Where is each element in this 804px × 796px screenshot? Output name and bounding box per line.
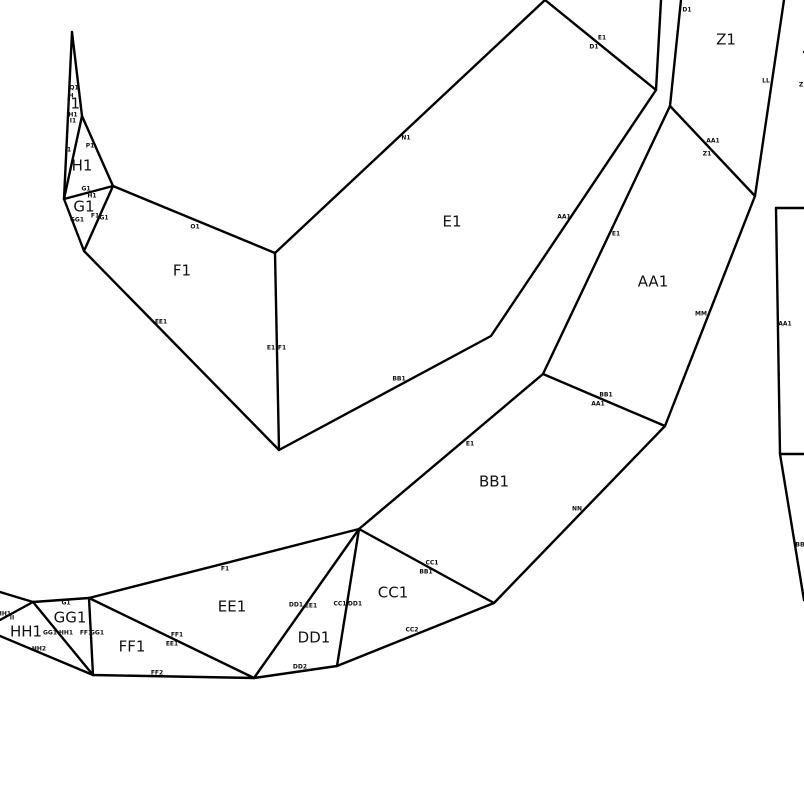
edge-label: FF1 — [80, 630, 92, 637]
edge-label: H1 — [68, 112, 77, 119]
face-label-hh1: HH1 — [10, 623, 42, 641]
edge-label: H — [68, 93, 73, 100]
face-label-g1: G1 — [73, 198, 94, 216]
fold-line — [82, 249, 281, 452]
edge-label: CC1 — [334, 601, 347, 608]
edge-label: E1 — [267, 345, 275, 352]
edge-label: AA1 — [591, 401, 604, 408]
edge-label: O1 — [190, 224, 199, 231]
edge-label: G1 — [81, 186, 90, 193]
face-label-aa1: AA1 — [638, 273, 668, 291]
edge-label: P1 — [86, 143, 95, 150]
edge-label: HH1 — [59, 630, 73, 637]
fold-line — [273, 0, 658, 452]
edge-label: MM — [695, 311, 707, 318]
face-label-i1: I1 — [66, 95, 80, 113]
face-label-ee1: EE1 — [218, 598, 247, 616]
edge-label: CC2 — [406, 627, 419, 634]
edge-label: GG1 — [70, 217, 84, 224]
fold-line — [0, 634, 95, 677]
face-label-ff1: FF1 — [119, 638, 146, 656]
edge-label: BB1 — [392, 376, 405, 383]
edge-label: I1 — [65, 147, 71, 154]
edge-label: F1 — [221, 566, 229, 573]
fold-line — [0, 590, 35, 604]
fold-line — [774, 206, 804, 456]
fold-lines — [0, 0, 804, 680]
edge-label: II — [10, 615, 14, 622]
edge-label: CC1 — [426, 560, 439, 567]
edge-label: BB — [795, 542, 804, 549]
edge-label: AA1 — [706, 138, 719, 145]
fold-line — [111, 184, 277, 255]
fold-line — [62, 30, 115, 253]
edge-label: BB1 — [419, 569, 432, 576]
fold-line — [541, 104, 757, 428]
fold-line — [357, 372, 667, 605]
fold-line — [62, 184, 115, 201]
edge-label: E1 — [466, 441, 474, 448]
edge-label: NN — [572, 506, 582, 513]
face-label-bb1: BB1 — [479, 473, 509, 491]
edge-label: FF1 — [171, 632, 183, 639]
edge-label: EE1 — [155, 319, 167, 326]
fold-line — [778, 452, 804, 602]
fold-line — [668, 0, 786, 198]
fold-line — [0, 600, 35, 622]
edge-label: EE1 — [305, 603, 317, 610]
edge-label: AA1 — [778, 321, 791, 328]
edge-label: AA1 — [557, 214, 570, 221]
edge-label: I1 — [70, 118, 76, 125]
edge-label: G1 — [61, 600, 70, 607]
face-label-f1: F1 — [173, 262, 191, 280]
edge-label: E1 — [612, 231, 620, 238]
edge-label: Z — [799, 82, 804, 89]
edge-label: DD1 — [289, 602, 303, 609]
edge-label: G1 — [99, 215, 108, 222]
fold-line — [668, 0, 683, 108]
edge-label: F1 — [278, 345, 286, 352]
edge-label: HH2 — [32, 646, 46, 653]
edge-label: DD2 — [293, 664, 307, 671]
edge-label: Q1 — [69, 85, 78, 92]
edge-label: Z1 — [703, 151, 712, 158]
edge-label: EE1 — [166, 641, 178, 648]
edge-label: D1 — [589, 44, 598, 51]
face-label-dd1: DD1 — [298, 629, 331, 647]
edge-label: GG1 — [43, 630, 57, 637]
edge-label: H1 — [87, 193, 96, 200]
face-label-gg1: GG1 — [54, 609, 87, 627]
face-label-cc1: CC1 — [378, 584, 409, 602]
edge-label: GG1 — [90, 630, 104, 637]
edge-label: F1 — [91, 213, 99, 220]
edge-label: E1 — [598, 35, 606, 42]
edge-label: FF2 — [151, 670, 163, 677]
face-label-z1: Z1 — [716, 31, 736, 49]
edge-label: HH1 — [0, 611, 11, 618]
edge-label: N1 — [401, 135, 410, 142]
edge-label: BB1 — [599, 392, 612, 399]
face-label-e1: E1 — [442, 213, 461, 231]
edge-label: D1 — [682, 7, 691, 14]
fold-line — [654, 0, 663, 92]
edge-label: LL — [762, 78, 770, 85]
face-label-h1: H1 — [72, 157, 93, 175]
fold-line — [335, 527, 496, 668]
fold-line — [62, 114, 84, 201]
edge-label: DD1 — [348, 601, 362, 608]
